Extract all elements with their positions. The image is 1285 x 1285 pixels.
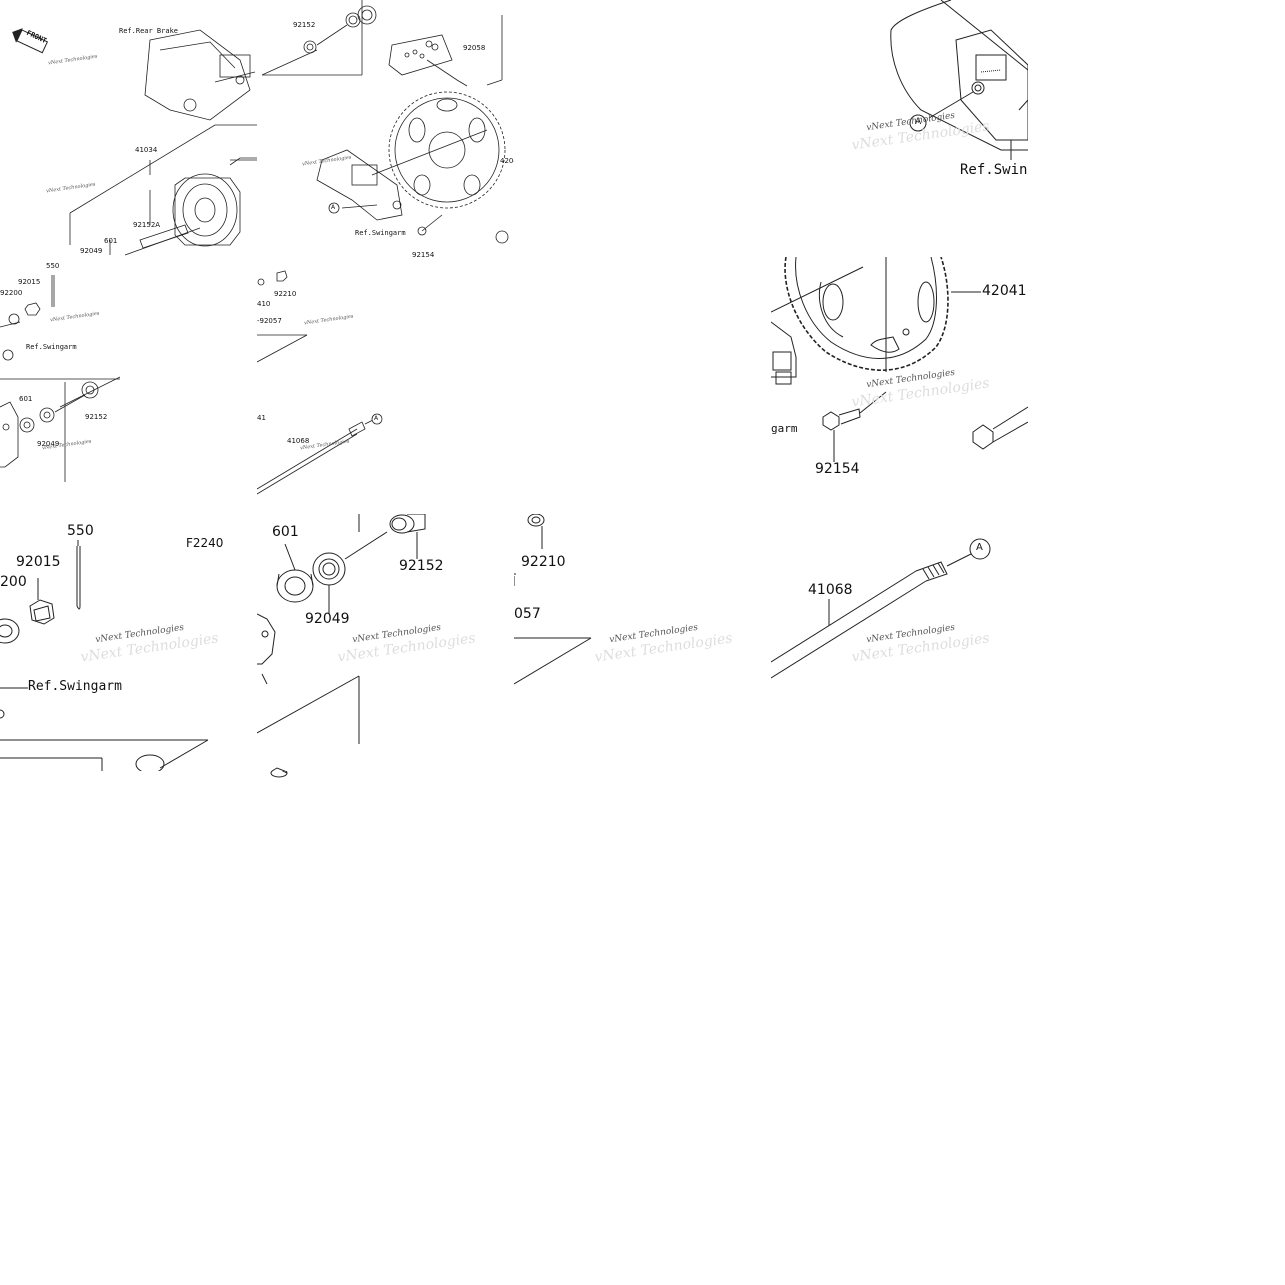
tile-axle-zoom: A 41068 vNext Technologies vNext Technol…	[771, 514, 1028, 771]
ref-swingarm-label: Ref.Swingarm	[28, 679, 122, 694]
tile-nut-zoom: 550 92015 200 F2240 Ref.Swingarm vNext T…	[0, 514, 257, 771]
ref-swingarm-label: Ref.Swingarm	[355, 229, 406, 237]
tile-blank	[257, 771, 514, 1028]
part-92154-label: 92154	[412, 251, 435, 257]
tile-axle-nut-area: 550 92015 92200 Ref.Swingarm 601 92049 9…	[0, 257, 257, 514]
chain-adjuster-zoom-drawing	[514, 514, 592, 685]
part-550-label: 550	[67, 523, 94, 539]
sprocket-zoom-drawing	[771, 257, 1028, 462]
bearing-zoom-drawing	[257, 514, 426, 771]
part-92154-label: 92154	[815, 461, 860, 477]
part-410-label: 410	[257, 300, 271, 308]
part-601-label: 601	[104, 237, 118, 245]
part-92049-label: 92049	[37, 440, 60, 448]
part-92049-label: 92049	[80, 247, 103, 255]
tile-chain-adjuster-zoom: 92210 057 vNext Technologies vNext Techn…	[514, 514, 771, 771]
ref-swingarm-label: Ref.Swing	[960, 162, 1028, 178]
tile-sprocket-zoom: 42041 garm 92154 vNext Technologies vNex…	[771, 257, 1028, 514]
part-92210-label: 92210	[521, 554, 566, 570]
part-92015-label: 92015	[18, 278, 41, 286]
part-92057-label: 057	[514, 606, 541, 622]
tile-overview-sprocket: 92152 92058 4204 Ref.Swingarm 92154 A vN…	[257, 0, 514, 257]
tile-swingarm-zoom: A Ref.Swing vNext Technologies vNext Tec…	[771, 0, 1028, 257]
f2240-label: F2240	[186, 536, 224, 550]
part-601-label: 601	[19, 395, 33, 403]
part-92210-label: 92210	[274, 290, 297, 298]
part-41-label: 41	[257, 414, 266, 422]
part-92057-label: -92057	[257, 317, 282, 325]
marker-a-label: A	[915, 117, 922, 127]
part-550-label: 550	[46, 262, 60, 270]
part-41068-label: 41068	[808, 582, 853, 598]
marker-a-label: A	[976, 542, 983, 553]
tile-blank	[0, 771, 257, 1028]
part-41068-label: 41068	[287, 437, 310, 445]
part-92015-label: 92015	[16, 554, 61, 570]
marker-a-label: A	[374, 415, 379, 422]
part-42041-label: 4204	[500, 157, 514, 165]
part-92152-label: 92152	[293, 21, 316, 29]
part-92152a-label: 92152A	[133, 221, 161, 229]
tile-overview-left: FRONT Ref.Rear Brake 41034 92152A 601 92…	[0, 0, 257, 257]
hub-overview-drawing	[12, 28, 257, 256]
part-92152-label: 92152	[85, 413, 108, 421]
axle-zoom-drawing	[771, 538, 991, 679]
axle-overview-drawing	[257, 270, 383, 495]
part-92200-label: 92200	[0, 289, 23, 297]
cut-part-drawing	[270, 771, 288, 778]
part-42041-label: 42041	[982, 283, 1027, 299]
swingarm-zoom-drawing	[890, 0, 1028, 160]
tile-blank	[514, 257, 771, 514]
ref-swingarm-label: Ref.Swingarm	[26, 343, 77, 351]
part-92152-label: 92152	[399, 558, 444, 574]
part-92049-label: 92049	[305, 611, 350, 627]
ref-rear-brake-label: Ref.Rear Brake	[119, 27, 179, 35]
part-41034-label: 41034	[135, 146, 158, 154]
ref-swingarm-label: garm	[771, 422, 798, 435]
part-92200-label: 200	[0, 574, 27, 590]
part-92058-label: 92058	[463, 44, 486, 52]
tile-bearing-zoom: 601 92049 92152 vNext Technologies vNext…	[257, 514, 514, 771]
tile-blank	[514, 0, 771, 257]
axle-nut-drawing	[0, 275, 121, 482]
nut-zoom-drawing	[0, 540, 209, 771]
marker-a-label: A	[331, 204, 336, 211]
tile-axle-overview: 410 92210 -92057 41 41068 A vNext Techno…	[257, 257, 514, 514]
part-601-label: 601	[272, 524, 299, 540]
sprocket-overview-drawing	[261, 0, 509, 244]
